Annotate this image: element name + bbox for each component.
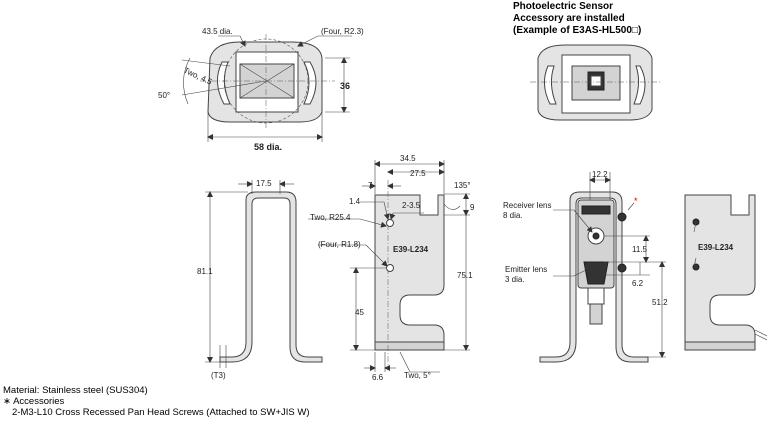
- installed-dim-11-5: 11.5: [632, 245, 648, 254]
- side-inner-width: 27.5: [410, 169, 426, 178]
- top-radius-label: (Four, R2.3): [321, 27, 364, 36]
- side-dim-1-4: 1.4: [349, 197, 361, 206]
- installed-heading: Photoelectric Sensor Accessory are insta…: [513, 1, 641, 37]
- heading-line-1: Photoelectric Sensor: [513, 1, 614, 12]
- heading-line-2: Accessory are installed: [513, 13, 625, 24]
- installed-emitter-dia: 3 dia.: [505, 275, 525, 284]
- top-height-label: 36: [340, 81, 350, 91]
- installed-side-view: E39-L234: [684, 194, 767, 351]
- side-two-r: Two, R25.4: [310, 213, 351, 222]
- bent-height: 81.1: [197, 267, 213, 276]
- side-view: E39-L234 34.5: [308, 154, 475, 382]
- heading-line-3: (Example of E3AS-HL500□): [513, 25, 642, 36]
- side-height-45: 45: [355, 308, 364, 317]
- side-overall-width: 34.5: [400, 154, 416, 163]
- installed-top-view: [530, 44, 660, 121]
- top-width-label: 58 dia.: [254, 142, 282, 152]
- installed-star: *: [634, 196, 638, 206]
- notes-block: Material: Stainless steel (SUS304) ∗ Acc…: [3, 385, 310, 418]
- installed-receiver-dia: 8 dia.: [503, 211, 523, 220]
- installed-side-sensor-text: E39-L234: [698, 243, 734, 252]
- installed-receiver-lens: Receiver lens: [503, 201, 551, 210]
- side-height-75: 75.1: [457, 271, 473, 280]
- side-dim-2-3-5: 2-3.5: [402, 201, 421, 210]
- installed-width-12-2: 12.2: [592, 170, 608, 179]
- bent-bracket-view: 17.5 81.1 (T3): [197, 179, 323, 380]
- side-angle-135: 135°: [454, 181, 471, 190]
- installed-emitter-lens: Emitter lens: [505, 265, 547, 274]
- side-offset-7: 7: [368, 181, 373, 190]
- side-slot-9: 9: [470, 203, 475, 212]
- bent-thickness: (T3): [211, 371, 226, 380]
- installed-dim-6-2: 6.2: [632, 279, 644, 288]
- installed-front-view: 12.2 Receiver lens 8 dia. Emitter lens 3…: [503, 170, 668, 363]
- top-view: 43.5 dia. (Four, R2.3) Two, 4.5 50° 36 5…: [158, 27, 364, 152]
- accessories-note: ∗ Accessories: [3, 396, 65, 407]
- top-dia-label: 43.5 dia.: [202, 27, 233, 36]
- top-angle-label: 50°: [158, 91, 170, 100]
- material-note: Material: Stainless steel (SUS304): [3, 385, 148, 396]
- side-four-r: (Four, R1.8): [318, 240, 361, 249]
- installed-dim-51-2: 51.2: [652, 298, 668, 307]
- side-bottom-6-6: 6.6: [372, 373, 384, 382]
- side-two-5deg: Two, 5°: [404, 371, 431, 380]
- screws-note: 2-M3-L10 Cross Recessed Pan Head Screws …: [12, 407, 310, 418]
- side-sensor-text: E39-L234: [393, 245, 429, 254]
- bent-top-width: 17.5: [256, 179, 272, 188]
